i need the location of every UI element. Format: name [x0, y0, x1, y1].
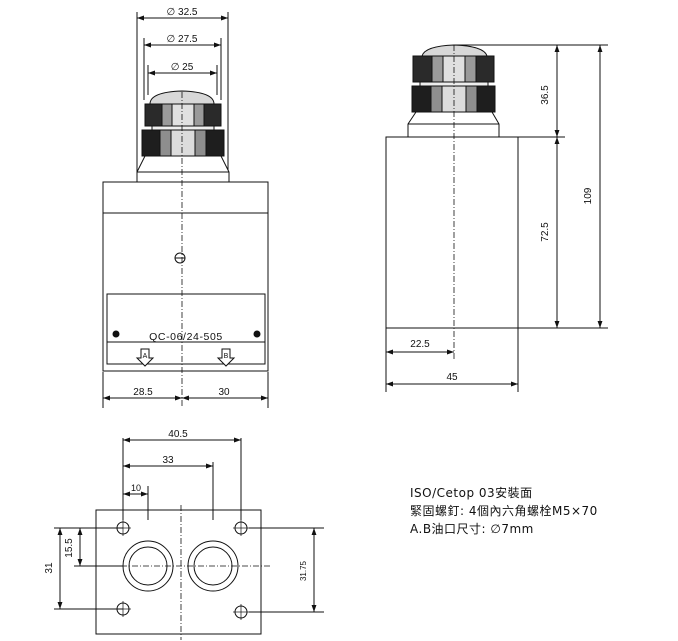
side-valve-body: [385, 136, 519, 329]
port-a-label: A: [143, 353, 148, 360]
note-mounting-face: ISO/Cetop 03安裝面: [410, 486, 533, 500]
dim-dia-outer: ∅ 32.5: [167, 7, 198, 18]
plate-screw-right: [253, 330, 261, 338]
side-knob-cap: [421, 44, 488, 57]
dim-knob-height: 36.5: [540, 85, 551, 105]
knob-base: [136, 155, 230, 183]
dim-port-height: 15.5: [64, 538, 75, 558]
dim-body-height: 72.5: [540, 222, 551, 242]
dim-bolt-height: 31.75: [299, 560, 308, 581]
dim-right-width: 30: [218, 387, 230, 398]
note-fastening-bolts: 緊固螺釘: 4個內六角螺栓M5×70: [410, 504, 598, 518]
dim-port-span: 33: [162, 455, 174, 466]
port-b-label: B: [224, 353, 229, 360]
dim-dia-mid: ∅ 27.5: [167, 34, 198, 45]
dim-dia-inner: ∅ 25: [171, 62, 194, 73]
front-view: [102, 12, 269, 408]
plate-screw-left: [112, 330, 120, 338]
valve-body-top: [102, 181, 269, 214]
dim-port-offset: 10: [131, 483, 141, 493]
dim-left-width: 28.5: [133, 387, 153, 398]
dim-half-width: 22.5: [410, 339, 430, 350]
dim-height: 31: [44, 562, 55, 574]
dim-total-height: 109: [583, 187, 594, 204]
dim-width: 45: [446, 372, 458, 383]
nameplate: [106, 293, 266, 365]
port-b-arrow: [216, 348, 236, 367]
model-number: QC-06/24-505: [149, 331, 223, 343]
dim-bolt-span: 40.5: [168, 429, 188, 440]
bottom-view: [54, 437, 324, 640]
note-port-size: A.B油口尺寸: ∅7mm: [410, 522, 534, 536]
port-a-arrow: [135, 348, 155, 367]
side-view: [385, 44, 608, 392]
